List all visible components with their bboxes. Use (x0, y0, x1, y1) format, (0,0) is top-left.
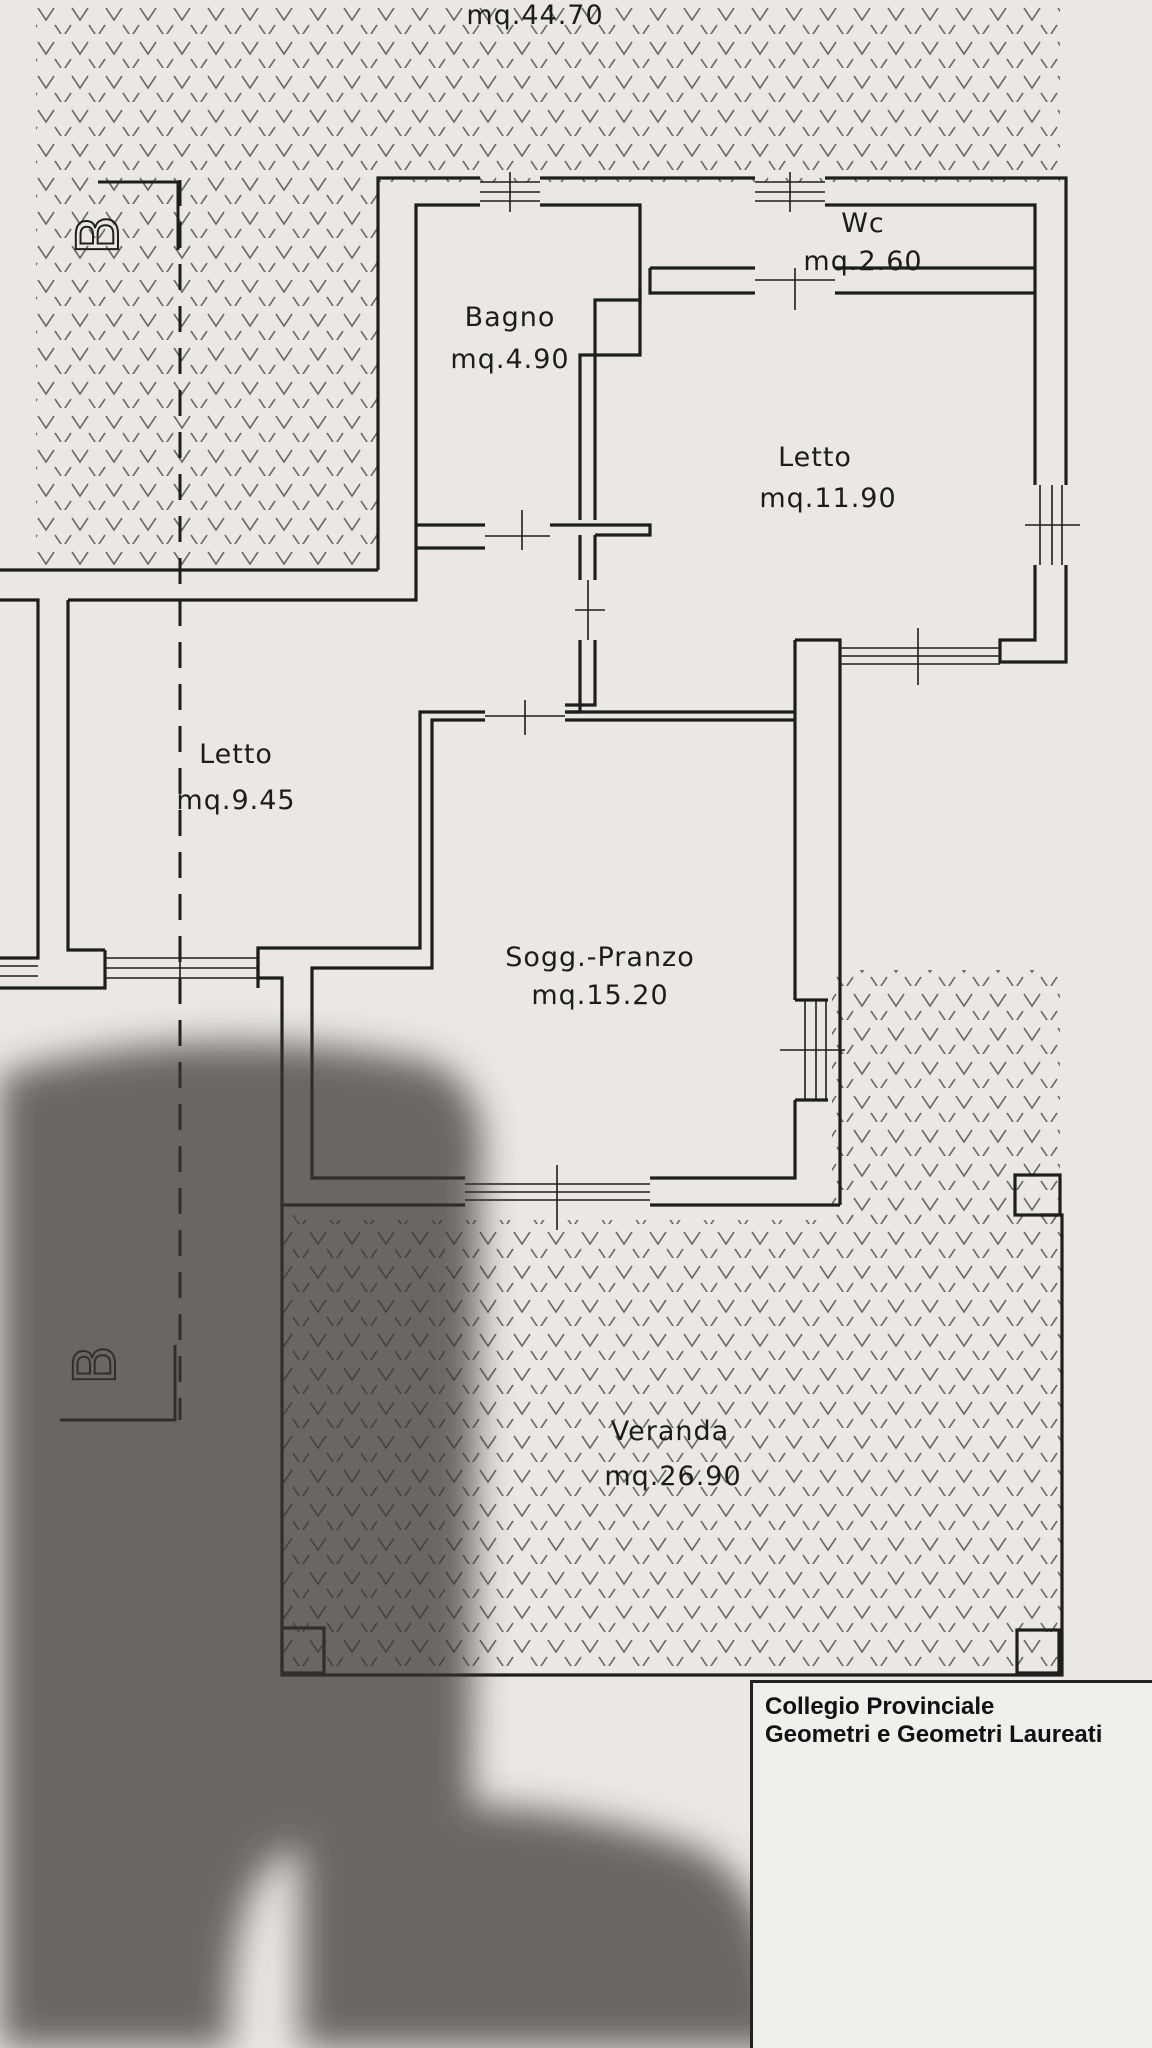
veranda-name: Veranda (611, 1416, 729, 1447)
stamp-box: Collegio Provinciale Geometri e Geometri… (750, 1680, 1152, 2048)
room-fills (0, 182, 1060, 1220)
letto-right-name: Letto (778, 442, 852, 473)
top-area-area: mq.44.70 (466, 0, 603, 31)
letto-right-area: mq.11.90 (759, 483, 896, 514)
openings (0, 172, 1080, 1230)
letto-left-area: mq.9.45 (176, 785, 295, 816)
stamp-line-2: Geometri e Geometri Laureati (765, 1721, 1103, 1748)
section-label-top: B (64, 215, 132, 255)
wc-name: Wc (841, 208, 885, 239)
bagno-area: mq.4.90 (450, 344, 569, 375)
letto-left-name: Letto (199, 739, 273, 770)
hand-shadow (0, 1042, 790, 2048)
veranda-area: mq.26.90 (604, 1461, 741, 1492)
soggiorno-area: mq.15.20 (531, 980, 668, 1011)
wc-area: mq.2.60 (803, 246, 922, 277)
soggiorno-name: Sogg.-Pranzo (505, 942, 695, 973)
stamp-line-1: Collegio Provinciale (765, 1693, 995, 1720)
bagno-name: Bagno (465, 302, 556, 333)
